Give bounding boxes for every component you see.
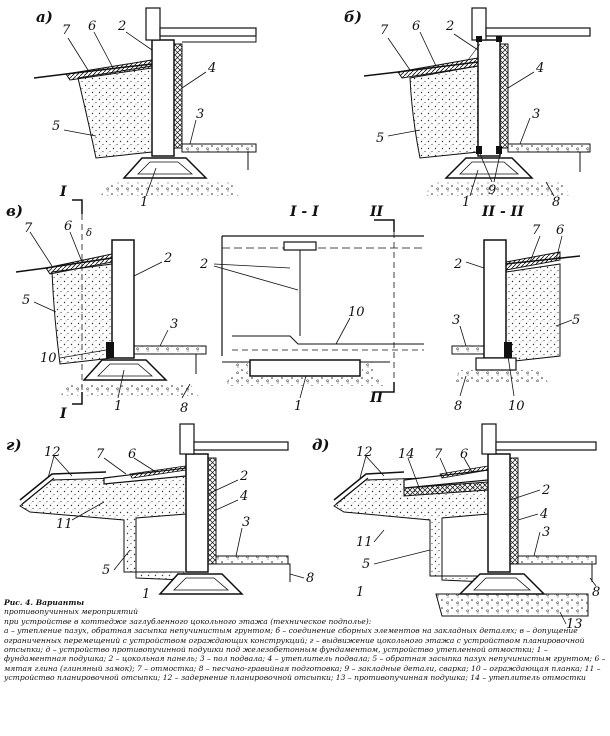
section-i-i-title: I - I xyxy=(289,204,319,220)
label-8-iiii: 8 xyxy=(454,399,462,414)
label-1-b: 1 xyxy=(462,195,470,210)
label-8-d: 8 xyxy=(592,585,600,600)
label-3-iiii: 3 xyxy=(452,313,460,328)
label-3-v: 3 xyxy=(170,317,178,332)
panel-a-label: а) xyxy=(36,8,53,26)
label-6-iiii: 6 xyxy=(556,223,564,238)
label-1-g: 1 xyxy=(142,587,150,600)
label-3-a: 3 xyxy=(196,107,204,122)
label-4-g: 4 xyxy=(239,489,248,504)
cut-i-top: I xyxy=(59,184,67,200)
label-2-v: 2 xyxy=(163,251,172,266)
label-1-v: 1 xyxy=(114,399,122,414)
panel-a: а) 7 6 2 4 3 5 1 xyxy=(33,7,257,210)
label-2-g: 2 xyxy=(239,469,248,484)
label-1-d: 1 xyxy=(356,585,364,600)
caption-line-1: противопучинных мероприятий xyxy=(4,607,139,617)
label-6-b: 6 xyxy=(412,19,420,34)
label-6-d: 6 xyxy=(460,447,468,462)
label-12-d: 12 xyxy=(356,445,373,460)
label-10-ii: 10 xyxy=(348,305,365,320)
label-10-iiii: 10 xyxy=(508,399,525,414)
label-7-iiii: 7 xyxy=(532,223,541,238)
label-2-d: 2 xyxy=(541,483,550,498)
cut-ii-bottom: II xyxy=(369,390,384,406)
label-9-b: 9 xyxy=(488,183,496,198)
label-5-g: 5 xyxy=(102,563,110,578)
caption-body: а – утепление пазух, обратная засыпка не… xyxy=(4,626,606,683)
section-i-i: I - I II II 2 10 1 xyxy=(199,204,424,414)
panel-v: в) I I δ 7 6 2 3 5 10 1 8 xyxy=(6,184,207,422)
label-7-v: 7 xyxy=(24,221,33,236)
label-1-a: 1 xyxy=(140,195,148,210)
section-ii-ii: II - II 2 7 6 5 3 8 10 xyxy=(451,204,580,414)
figure-caption: Рис. 4. Варианты противопучинных меропри… xyxy=(4,598,606,683)
panel-g-label: г) xyxy=(6,436,22,454)
caption-line-2: при устройстве в коттедже заглубленного … xyxy=(4,616,372,626)
section-ii-ii-title: II - II xyxy=(481,204,524,220)
label-4-a: 4 xyxy=(207,61,216,76)
label-4-d: 4 xyxy=(539,507,548,522)
label-8-b: 8 xyxy=(552,195,560,210)
label-5-a: 5 xyxy=(52,119,60,134)
panel-d-label: д) xyxy=(312,436,330,454)
label-14-d: 14 xyxy=(398,447,415,462)
label-2-iiii: 2 xyxy=(453,257,462,272)
label-4-b: 4 xyxy=(535,61,544,76)
panel-d: д) 12 14 7 6 2 4 3 11 5 8 xyxy=(312,423,600,600)
label-12-g: 12 xyxy=(44,445,61,460)
label-5-d: 5 xyxy=(362,557,370,572)
label-6-g: 6 xyxy=(128,447,136,462)
label-3-g: 3 xyxy=(242,515,250,530)
caption-title: Рис. 4. Варианты xyxy=(4,598,85,607)
label-2-ii: 2 xyxy=(199,257,208,272)
label-2-b: 2 xyxy=(445,19,454,34)
label-7-d: 7 xyxy=(434,447,443,462)
panel-v-label: в) xyxy=(6,202,23,220)
label-6-a: 6 xyxy=(88,19,96,34)
label-5-v: 5 xyxy=(22,293,30,308)
label-3-d: 3 xyxy=(542,525,550,540)
panel-b-label: б) xyxy=(344,8,362,26)
panel-b: б) 7 6 2 4 3 5 9 8 1 xyxy=(344,7,591,210)
label-7-b: 7 xyxy=(380,23,389,38)
label-5-b: 5 xyxy=(376,131,384,146)
label-11-d: 11 xyxy=(356,535,373,550)
label-8-v: 8 xyxy=(180,401,188,416)
gap-mark: δ xyxy=(86,228,92,239)
label-2-a: 2 xyxy=(117,19,126,34)
label-5-iiii: 5 xyxy=(572,313,580,328)
label-3-b: 3 xyxy=(532,107,540,122)
label-7-g: 7 xyxy=(96,447,105,462)
label-13-d: 13 xyxy=(566,617,583,630)
cut-i-bottom: I xyxy=(59,406,67,422)
cut-ii-top: II xyxy=(369,204,384,220)
label-7-a: 7 xyxy=(62,23,71,38)
label-11-g: 11 xyxy=(56,517,73,532)
panel-d-cushion: 13 xyxy=(435,593,589,630)
label-1-ii: 1 xyxy=(294,399,302,414)
panel-g: г) 12 7 6 2 4 3 11 5 8 1 xyxy=(6,423,314,600)
label-10-v: 10 xyxy=(40,351,57,366)
label-8-g: 8 xyxy=(306,571,314,586)
foundation-variants-figure: а) 7 6 2 4 3 5 1 xyxy=(6,7,600,600)
label-6-v: 6 xyxy=(64,219,72,234)
